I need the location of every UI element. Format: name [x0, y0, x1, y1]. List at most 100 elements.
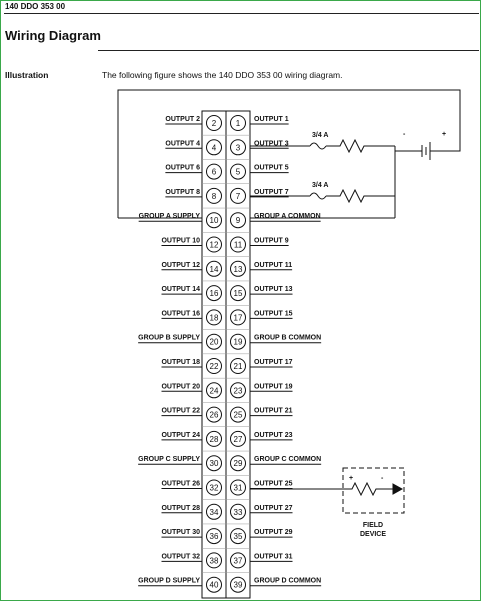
- terminal-31-number: 31: [234, 484, 243, 493]
- terminal-row-10-right-label: GROUP B COMMON: [254, 335, 321, 342]
- doc-header: 140 DDO 353 00: [5, 2, 66, 11]
- fuse1-symbol: [309, 142, 327, 150]
- terminal-row-5-right-label: GROUP A COMMON: [254, 213, 321, 220]
- terminal-27-number: 27: [234, 435, 243, 444]
- terminal-40-circle: [206, 576, 222, 593]
- terminal-12-circle: [206, 236, 222, 253]
- terminal-13-number: 13: [234, 265, 243, 274]
- terminal-4-number: 4: [212, 143, 217, 152]
- terminal-18-circle: [206, 309, 222, 326]
- terminal-row-13-right-label: OUTPUT 21: [254, 408, 293, 415]
- terminal-32-circle: [206, 479, 222, 496]
- terminal-row-9-left-label: OUTPUT 16: [161, 310, 200, 317]
- terminal-row-2-left-label: OUTPUT 4: [165, 140, 200, 147]
- field-minus-label: -: [381, 475, 384, 482]
- terminal-36-circle: [206, 528, 222, 545]
- fuse2-label: 3/4 A: [312, 182, 328, 189]
- terminal-16-circle: [206, 285, 222, 302]
- terminal-14-circle: [206, 260, 222, 277]
- terminal-24-number: 24: [210, 386, 219, 395]
- terminal-15-circle: [230, 285, 246, 302]
- terminal-row-4-right-label: OUTPUT 7: [254, 189, 289, 196]
- terminal-37-circle: [230, 552, 246, 569]
- terminal-row-15-left-label: GROUP C SUPPLY: [138, 456, 200, 463]
- terminal-20-number: 20: [210, 338, 219, 347]
- terminal-11-number: 11: [234, 241, 243, 250]
- terminal-row-7-right-label: OUTPUT 11: [254, 262, 292, 269]
- terminal-row-13-left-label: OUTPUT 22: [161, 408, 200, 415]
- terminal-34-number: 34: [210, 508, 219, 517]
- terminal-26-circle: [206, 406, 222, 423]
- terminal-10-number: 10: [210, 216, 219, 225]
- terminal-21-number: 21: [234, 362, 243, 371]
- terminal-1-number: 1: [236, 119, 241, 128]
- terminal-row-18-right-label: OUTPUT 29: [254, 529, 293, 536]
- load1-resistor: [326, 138, 395, 154]
- terminal-12-number: 12: [210, 241, 219, 250]
- terminal-row-19-left-label: OUTPUT 32: [161, 553, 200, 560]
- terminal-row-17-right-label: OUTPUT 27: [254, 505, 293, 512]
- terminal-30-circle: [206, 455, 222, 472]
- terminal-row-3-left-label: OUTPUT 6: [165, 165, 200, 172]
- terminal-3-circle: [230, 139, 246, 156]
- terminal-16-number: 16: [210, 289, 219, 298]
- terminal-row-14-right-label: OUTPUT 23: [254, 432, 293, 439]
- terminal-row-16: 32 31 OUTPUT 26 OUTPUT 25: [161, 475, 293, 496]
- terminal-39-number: 39: [234, 581, 243, 590]
- fuse1-label: 3/4 A: [312, 132, 328, 139]
- terminal-22-circle: [206, 358, 222, 374]
- terminal-row-11-right-label: OUTPUT 17: [254, 359, 293, 366]
- terminal-28-circle: [206, 430, 222, 447]
- terminal-19-number: 19: [234, 338, 243, 347]
- terminal-21-circle: [230, 358, 246, 374]
- terminal-row-12-left-label: OUTPUT 20: [161, 383, 200, 390]
- terminal-5-number: 5: [236, 168, 241, 177]
- load2-resistor: [326, 188, 395, 204]
- terminal-26-number: 26: [210, 411, 219, 420]
- terminal-3-number: 3: [236, 143, 241, 152]
- side-label: Illustration: [5, 70, 49, 80]
- terminal-18-number: 18: [210, 313, 219, 322]
- terminal-row-17-left-label: OUTPUT 28: [161, 505, 200, 512]
- terminal-20-circle: [206, 333, 222, 350]
- section-title: Wiring Diagram: [5, 28, 101, 43]
- fuse2-symbol: [309, 192, 327, 200]
- terminal-6-circle: [206, 163, 222, 180]
- terminal-2-number: 2: [212, 119, 217, 128]
- terminal-10-circle: [206, 212, 222, 229]
- terminal-17-circle: [230, 309, 246, 326]
- terminal-row-6-left-label: OUTPUT 10: [161, 238, 200, 245]
- terminal-29-number: 29: [234, 459, 243, 468]
- terminal-33-circle: [230, 503, 246, 520]
- terminal-23-number: 23: [234, 386, 243, 395]
- terminal-14-number: 14: [210, 265, 219, 274]
- field-device-box: [342, 467, 405, 514]
- terminal-row-16-right-label: OUTPUT 25: [254, 481, 293, 488]
- terminal-7-circle: [230, 187, 246, 204]
- terminal-32-number: 32: [210, 484, 219, 493]
- terminal-row-4-left-label: OUTPUT 8: [165, 189, 200, 196]
- terminal-row-8-left-label: OUTPUT 14: [161, 286, 200, 293]
- terminal-28-number: 28: [210, 435, 219, 444]
- header-rule: [4, 13, 479, 14]
- terminal-30-number: 30: [210, 459, 219, 468]
- section-rule: [98, 50, 479, 51]
- terminal-row-16-left-label: OUTPUT 26: [161, 481, 200, 488]
- terminal-40-number: 40: [210, 581, 219, 590]
